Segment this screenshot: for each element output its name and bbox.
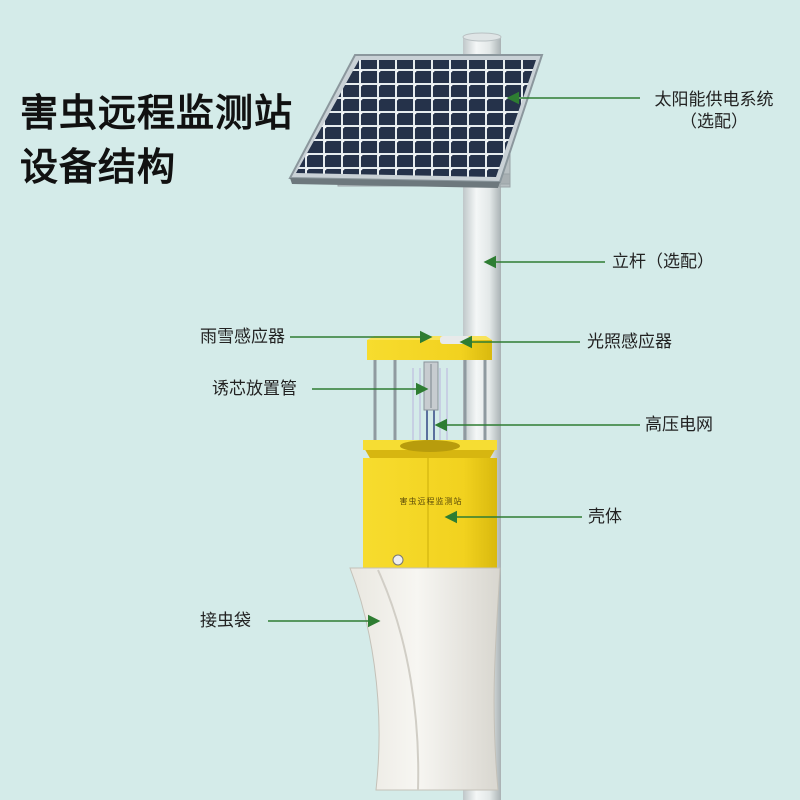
label-solar-text: 太阳能供电系统 — [654, 90, 774, 110]
label-solar: 太阳能供电系统 （选配） — [640, 89, 788, 133]
label-collection-bag: 接虫袋 — [200, 611, 251, 631]
label-light-sensor: 光照感应器 — [587, 332, 672, 352]
collection-bag — [349, 567, 501, 791]
label-pole: 立杆（选配） — [612, 252, 714, 272]
label-housing: 壳体 — [588, 507, 622, 527]
label-solar-note: （选配） — [680, 112, 748, 132]
support-rods — [373, 360, 487, 446]
top-cap — [367, 336, 492, 360]
solar-panel — [288, 54, 544, 188]
funnel-rim — [363, 440, 497, 460]
diagram-title-line1: 害虫远程监测站 — [20, 91, 294, 135]
label-lure-tube: 诱芯放置管 — [212, 379, 297, 399]
housing — [363, 458, 497, 570]
lure-tube — [423, 361, 439, 411]
label-hv-grid: 高压电网 — [645, 415, 713, 435]
label-rain-snow-sensor: 雨雪感应器 — [200, 327, 285, 347]
diagram-title-line2: 设备结构 — [20, 145, 177, 189]
callout-arrows — [268, 91, 640, 628]
housing-print-text: 害虫远程监测站 — [399, 497, 463, 506]
